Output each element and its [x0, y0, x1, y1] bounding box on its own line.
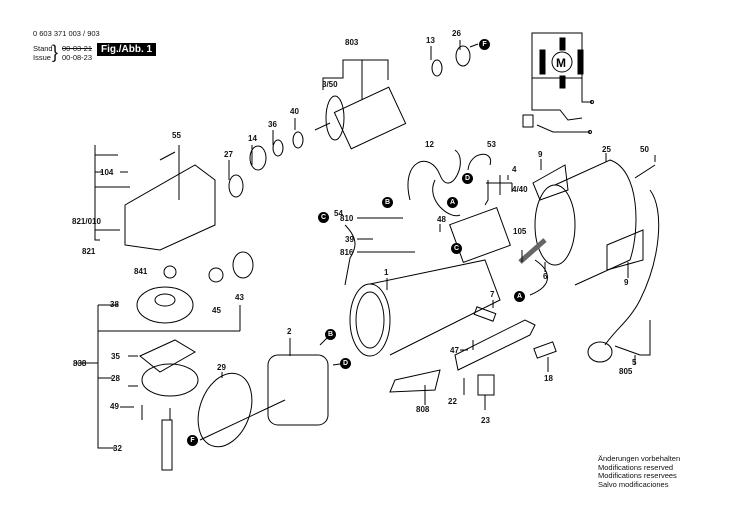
connector-marker-c-switch: C — [451, 243, 462, 254]
label-54-visible: 54 — [334, 209, 343, 218]
motor-symbol: M — [556, 56, 566, 70]
connector-marker-a-switch: A — [447, 197, 458, 208]
label-47: 47 — [450, 346, 459, 355]
label-36: 36 — [268, 120, 277, 129]
note-en: Modifications reserved — [598, 462, 674, 472]
connector-marker-b-stator: B — [325, 329, 336, 340]
label-104: 104 — [100, 168, 114, 177]
label-28: 28 — [111, 374, 120, 383]
modification-notice: Änderungen vorbehalten Modifications res… — [598, 454, 681, 489]
label-3-50: 3/50 — [322, 80, 338, 89]
label-6: 6 — [543, 272, 548, 281]
label-9-top: 9 — [538, 150, 543, 159]
label-43: 43 — [235, 293, 244, 302]
label-841: 841 — [134, 267, 148, 276]
label-4-40: 4/40 — [512, 185, 528, 194]
label-50: 50 — [640, 145, 649, 154]
connector-marker-f-bottom: F — [187, 435, 198, 446]
label-14: 14 — [248, 134, 257, 143]
label-821: 821 — [82, 247, 96, 256]
label-816: 816 — [340, 248, 354, 257]
connector-marker-f-top: F — [479, 39, 490, 50]
stand-date: 00-03-21 — [62, 44, 93, 53]
label-32: 32 — [113, 444, 122, 453]
label-5: 5 — [632, 358, 637, 367]
label-55: 55 — [172, 131, 181, 140]
brace-icon: } — [52, 42, 59, 62]
label-26: 26 — [452, 29, 461, 38]
label-45: 45 — [212, 306, 221, 315]
label-25: 25 — [602, 145, 611, 154]
label-54-text: 54 — [334, 209, 343, 218]
connector-marker-d-stator: D — [340, 358, 351, 369]
label-805: 805 — [619, 367, 633, 376]
issue-date: 00-08-23 — [62, 53, 93, 62]
label-40: 40 — [290, 107, 299, 116]
label-48: 48 — [437, 215, 446, 224]
label-49: 49 — [110, 402, 119, 411]
connector-marker-b-brush: B — [382, 197, 393, 208]
label-38: 38 — [110, 300, 119, 309]
label-13: 13 — [426, 36, 435, 45]
label-2: 2 — [287, 327, 292, 336]
label-4: 4 — [512, 165, 517, 174]
note-fr: Modifications reservees — [598, 471, 677, 480]
label-23: 23 — [481, 416, 490, 425]
label-810: 810 — [340, 214, 354, 223]
connector-marker-a-wire: A — [514, 291, 525, 302]
part-number: 0 603 371 003 / 903 — [33, 29, 100, 38]
connector-marker-d-wire: D — [462, 173, 473, 184]
note-es: Salvo modificaciones — [598, 479, 669, 489]
label-7: 7 — [490, 290, 495, 299]
connector-marker-c-wire: C — [318, 212, 329, 223]
label-22: 22 — [448, 397, 457, 406]
label-808: 808 — [416, 405, 430, 414]
label-9-bottom: 9 — [624, 278, 629, 287]
stand-label: Stand — [33, 44, 53, 53]
figure-label: Fig./Abb. 1 — [97, 43, 157, 56]
label-821-010: 821/010 — [72, 217, 101, 226]
note-de: Änderungen vorbehalten — [598, 454, 681, 463]
label-1: 1 — [384, 268, 389, 277]
label-105: 105 — [513, 227, 527, 236]
label-838: 838 — [73, 359, 87, 368]
label-35: 35 — [111, 352, 120, 361]
label-803: 803 — [345, 38, 359, 47]
issue-label: Issue — [33, 53, 51, 62]
label-12: 12 — [425, 140, 434, 149]
label-53: 53 — [487, 140, 496, 149]
label-39: 39 — [345, 235, 354, 244]
label-29: 29 — [217, 363, 226, 372]
label-27: 27 — [224, 150, 233, 159]
label-18: 18 — [544, 374, 553, 383]
leader-803 — [322, 59, 389, 90]
